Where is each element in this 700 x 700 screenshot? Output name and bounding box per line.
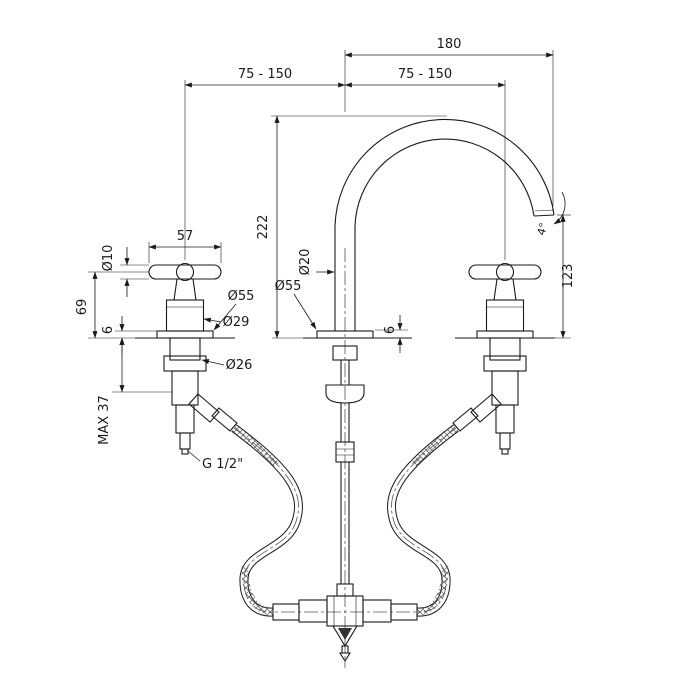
dim-body-diameter: Ø29	[223, 315, 250, 330]
dim-spout-reach: 180	[437, 37, 462, 52]
hose-end-right	[390, 603, 418, 621]
right-hose-fitting	[452, 407, 479, 432]
spout-outer-wall	[334, 118, 555, 331]
tee-right-nut	[362, 599, 392, 623]
dim-escutcheon-height-center: 6	[383, 326, 398, 334]
right-thread-spigot	[499, 432, 511, 450]
tee-assembly	[272, 583, 418, 663]
hose-braid-segment	[241, 565, 274, 616]
right-handle-bar	[468, 264, 542, 280]
dim-shank-diameter: Ø26	[226, 358, 253, 373]
right-escutcheon	[476, 330, 534, 339]
left-valve-body	[165, 299, 205, 332]
right-spigot-tip	[501, 448, 509, 455]
spout	[316, 118, 555, 339]
left-handle-neck	[173, 278, 197, 301]
flexible-hose-right	[386, 424, 459, 617]
check-valve-core	[338, 628, 352, 640]
right-shank	[489, 337, 521, 361]
right-underbody	[491, 370, 519, 406]
right-lower-body	[495, 404, 515, 434]
spout-aerator-line	[534, 209, 554, 212]
dim-handle-height: 69	[75, 299, 90, 316]
right-handle	[452, 262, 542, 455]
right-outlet-nut	[470, 393, 502, 423]
dim-spout-height: 222	[256, 215, 271, 240]
dim-handle-width: 57	[177, 229, 194, 244]
hose-braid-segment	[411, 425, 459, 468]
dim-max-deck-thickness: MAX 37	[97, 395, 112, 445]
right-handle-hub	[495, 262, 515, 282]
left-handle-bar	[148, 264, 222, 280]
dim-escutcheon-diameter-center: Ø55	[275, 279, 302, 294]
tee-left-nut	[298, 599, 328, 623]
spout-outlet-face	[533, 214, 555, 217]
valve-tip	[339, 652, 351, 663]
dim-outlet-angle: 4°	[535, 221, 551, 236]
dim-thread-size: G 1/2"	[202, 457, 243, 472]
flexible-hose-left	[231, 424, 304, 617]
dim-escutcheon-diameter-left: Ø55	[228, 289, 255, 304]
dimension-labels: 180 75 - 150 75 - 150 222 123 4° 57 Ø10 …	[75, 37, 576, 472]
hose-end-left	[272, 603, 300, 621]
dim-outlet-height: 123	[561, 264, 576, 289]
dim-hose-span-left: 75 - 150	[238, 67, 292, 82]
dim-escutcheon-height-left: 6	[101, 326, 116, 334]
left-spigot-tip	[181, 448, 189, 455]
left-handle	[148, 262, 238, 455]
spout-escutcheon	[316, 330, 374, 339]
right-handle-neck	[493, 278, 517, 301]
dim-handle-bar-diameter: Ø10	[101, 245, 116, 272]
check-valve	[332, 625, 358, 648]
left-outlet-nut	[188, 393, 220, 423]
dimensions	[88, 50, 571, 462]
left-handle-hub	[175, 262, 195, 282]
left-hose-fitting	[211, 407, 238, 432]
left-thread-spigot	[179, 432, 191, 450]
hose-braid-segment	[416, 565, 449, 616]
dim-hose-span-right: 75 - 150	[398, 67, 452, 82]
left-lower-body	[175, 404, 195, 434]
left-underbody	[171, 370, 199, 406]
center-backnut	[332, 345, 358, 361]
left-shank	[169, 337, 201, 361]
left-escutcheon	[156, 330, 214, 339]
right-valve-body	[485, 299, 525, 332]
centerlines	[258, 248, 432, 668]
center-supply	[325, 345, 365, 584]
dim-spout-pipe-diameter: Ø20	[298, 249, 313, 276]
mounting-washer	[325, 384, 365, 404]
pipe-connector	[335, 441, 355, 463]
spout-inner-wall	[354, 138, 535, 331]
